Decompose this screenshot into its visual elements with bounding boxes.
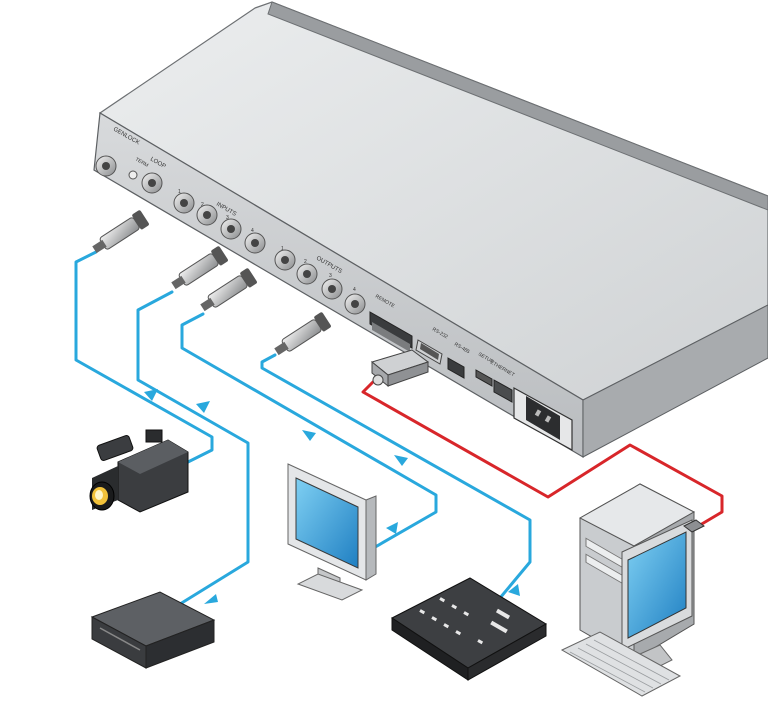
rs232-plug	[370, 349, 430, 388]
arrow-icon	[508, 584, 520, 596]
output-number-2: 2	[304, 259, 307, 265]
camera-cable	[74, 250, 214, 464]
input-number-2: 2	[201, 202, 204, 208]
production-switcher-icon	[391, 577, 547, 681]
genlock-bnc-connector	[95, 155, 117, 177]
power-socket	[513, 386, 573, 452]
ethernet-port	[493, 379, 513, 403]
monitor-cable	[180, 312, 438, 552]
rs232-port	[415, 339, 443, 365]
video-camera-icon	[89, 429, 189, 513]
input-number-1: 1	[178, 189, 181, 195]
video-cables	[74, 250, 532, 606]
setup-dip-switch	[475, 369, 493, 387]
rs485-terminal-block	[447, 357, 465, 379]
lcd-monitor-icon	[287, 463, 377, 601]
output-bnc-connector-3	[321, 278, 343, 300]
chassis-right-rail	[267, 1, 768, 211]
bnc-plug	[200, 268, 257, 312]
input-number-4: 4	[251, 228, 254, 234]
arrow-icon	[394, 455, 408, 466]
bnc-plug	[171, 246, 228, 290]
output-bnc-connector-1	[274, 249, 296, 271]
input-number-3: 3	[226, 215, 229, 221]
output-bnc-connector-4	[344, 293, 366, 315]
input-bnc-connector-3	[220, 218, 242, 240]
bnc-plug	[274, 312, 331, 356]
arrow-icon	[386, 522, 398, 534]
arrow-icon	[204, 594, 218, 604]
pc-computer-icon	[560, 483, 705, 697]
output-number-1: 1	[281, 246, 284, 252]
loop-bnc-connector	[141, 172, 163, 194]
input-bnc-connector-2	[196, 204, 218, 226]
term-switch	[128, 170, 138, 180]
bnc-plug	[92, 210, 149, 254]
switcher-device: GENLOCK TERM LOOP INPUTS OUTPUTS REMOTE …	[93, 1, 768, 459]
output-number-3: 3	[329, 273, 332, 279]
dvd-cable	[136, 290, 250, 606]
arrow-icon	[302, 430, 316, 441]
output-number-4: 4	[353, 287, 356, 293]
dvd-player-icon	[90, 591, 216, 669]
switcher-cable	[260, 353, 532, 600]
cable-arrows	[144, 389, 520, 604]
output-bnc-connector-2	[296, 263, 318, 285]
control-cable	[361, 380, 724, 533]
input-bnc-connector-4	[244, 232, 266, 254]
arrow-icon	[144, 389, 158, 401]
arrow-icon	[196, 401, 210, 413]
chassis-side	[582, 304, 768, 458]
bnc-plugs	[92, 210, 331, 356]
remote-terminal-block	[369, 311, 413, 352]
input-bnc-connector-1	[173, 192, 195, 214]
